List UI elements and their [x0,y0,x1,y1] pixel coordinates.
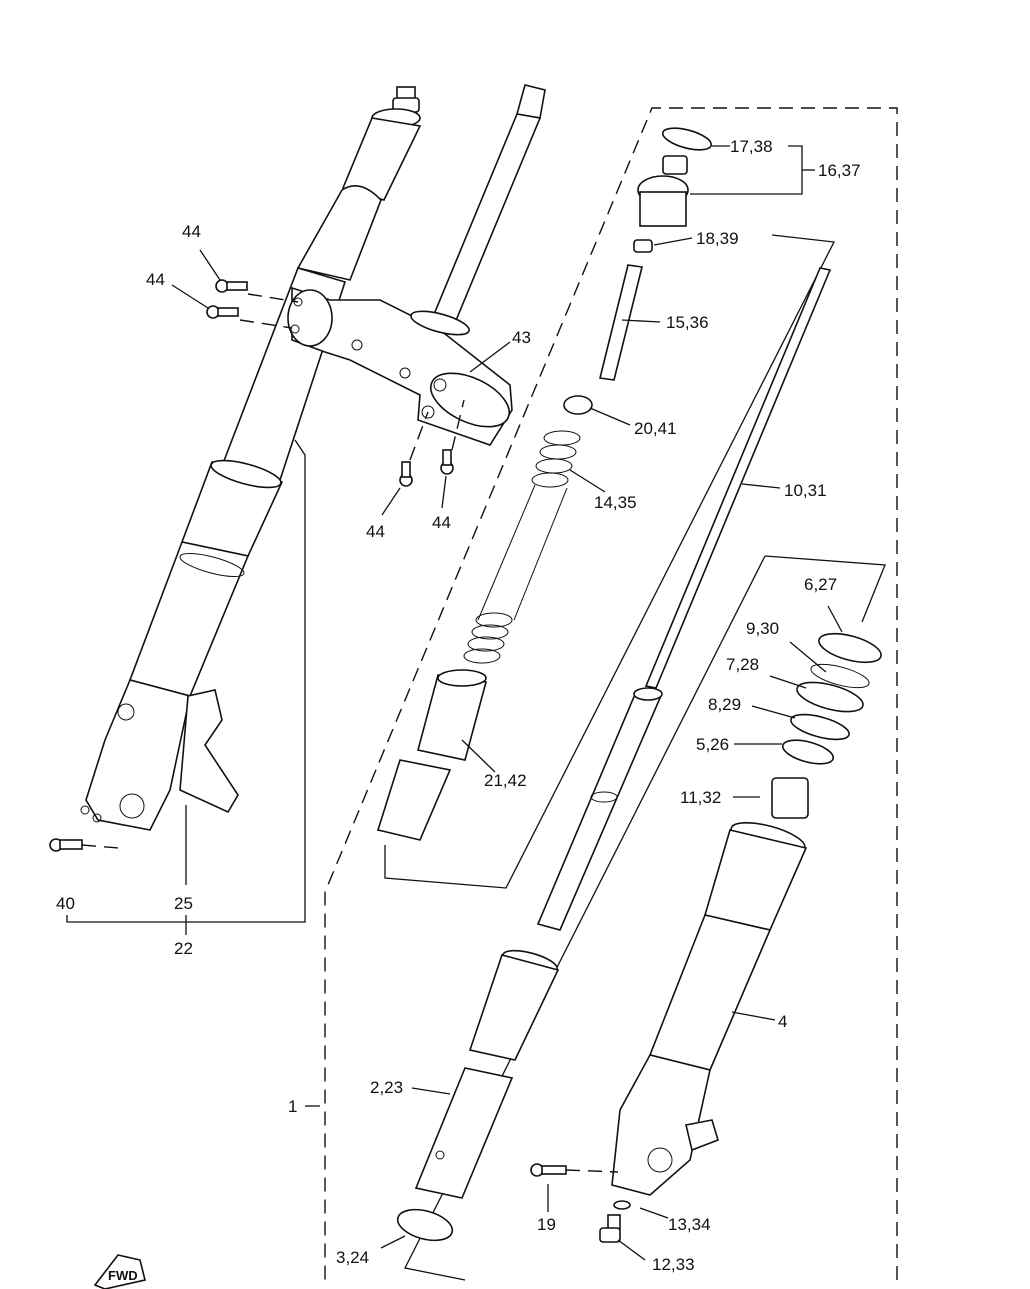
cap-bolt [637,155,689,227]
fwd-arrow-icon: FWD [93,1254,146,1289]
outer-tube-4 [611,821,808,1196]
label-25: 25 [174,894,193,913]
slide-metal-3 [396,1208,454,1242]
label-8-29: 8,29 [708,695,741,714]
label-9-30: 9,30 [746,619,779,638]
spring-seat-washer [563,395,593,415]
label-16-37: 16,37 [818,161,861,180]
label-22: 22 [174,939,193,958]
fork-spring [463,430,581,664]
fork-pipe [376,669,488,841]
part-labels: 17,38 16,37 18,39 15,36 20,41 14,35 10,3… [56,137,861,1274]
fwd-badge-text: FWD [108,1268,138,1283]
slide-metal-lower [771,777,809,819]
label-7-28: 7,28 [726,655,759,674]
label-21-42: 21,42 [484,771,527,790]
clamp-bolts-44 [206,279,465,487]
label-40: 40 [56,894,75,913]
label-11-32: 11,32 [680,788,721,807]
oil-seal-washer [796,681,864,713]
label-44-left: 44 [146,270,165,289]
spacer-tube [599,264,643,381]
label-12-33: 12,33 [652,1255,695,1274]
label-14-35: 14,35 [594,493,637,512]
label-17-38: 17,38 [730,137,773,156]
gasket [613,1200,631,1210]
inner-tube-upper [341,117,422,201]
label-44-top: 44 [182,222,201,241]
label-6-27: 6,27 [804,575,837,594]
fork-cap-bolt [371,86,421,128]
washer [790,713,850,741]
label-44-bottom-right: 44 [432,513,451,532]
triple-clamp [287,286,513,446]
label-19: 19 [537,1215,556,1234]
bolt-40 [49,838,119,852]
lock-nut [633,239,653,253]
o-ring [661,127,713,151]
label-20-41: 20,41 [634,419,677,438]
label-2-23: 2,23 [370,1078,403,1097]
label-5-26: 5,26 [696,735,729,754]
circlip [810,663,870,689]
bolt-19 [530,1163,619,1177]
slide-metal-upper [781,739,835,765]
oil-seal [818,632,882,664]
internal-parts-boundary [324,107,898,1283]
bolt-12 [599,1214,621,1243]
label-3-24: 3,24 [336,1248,369,1267]
label-43: 43 [512,328,531,347]
label-1: 1 [288,1097,297,1116]
assembled-fork [49,84,546,935]
label-44-bottom-left: 44 [366,522,385,541]
label-10-31: 10,31 [784,481,827,500]
axle-bracket [80,679,239,831]
label-13-34: 13,34 [668,1215,711,1234]
leader-lines [171,145,843,1261]
label-18-39: 18,39 [696,229,739,248]
label-15-36: 15,36 [666,313,709,332]
inner-tube-2 [414,949,560,1199]
damper-rod [536,267,832,931]
label-4: 4 [778,1012,787,1031]
steering-stem [410,84,546,336]
